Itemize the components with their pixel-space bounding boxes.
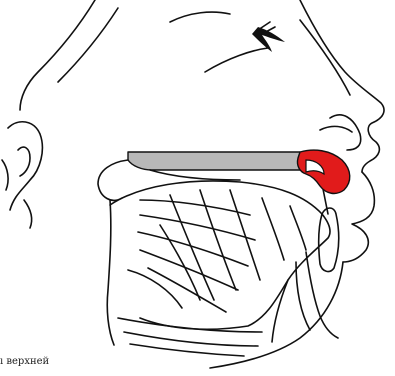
tongue-muscle-10 (290, 206, 306, 250)
eyebrow (170, 12, 230, 22)
eyelash-2 (258, 22, 270, 30)
mandible (306, 252, 338, 338)
hard-palate (128, 152, 303, 170)
ear-lobe (2, 160, 8, 190)
palate-edge (150, 170, 240, 180)
hyoid-muscle (118, 318, 262, 332)
hair-line-2 (58, 8, 118, 82)
ear-outer (8, 122, 42, 210)
nostril (320, 126, 352, 132)
caption-fragment: ı верхней (0, 356, 49, 367)
pharynx-wall (107, 200, 114, 345)
lower-incisor (319, 208, 339, 271)
tongue-muscle-12 (128, 270, 182, 308)
ear-detail (24, 200, 32, 228)
jaw-contour (272, 280, 288, 342)
nose-inner (300, 20, 350, 95)
face-profile (300, 0, 384, 172)
tongue-muscle-5 (148, 268, 226, 312)
velum (98, 160, 128, 200)
ear-inner (18, 147, 30, 176)
tongue-muscle-3 (138, 232, 248, 266)
tongue-muscle-11 (160, 225, 200, 300)
mandible-inner (296, 262, 310, 330)
eye (205, 48, 268, 72)
hyoid-muscle-2 (124, 332, 258, 346)
upper-lip (330, 115, 361, 150)
tongue-muscle-9 (262, 198, 284, 260)
